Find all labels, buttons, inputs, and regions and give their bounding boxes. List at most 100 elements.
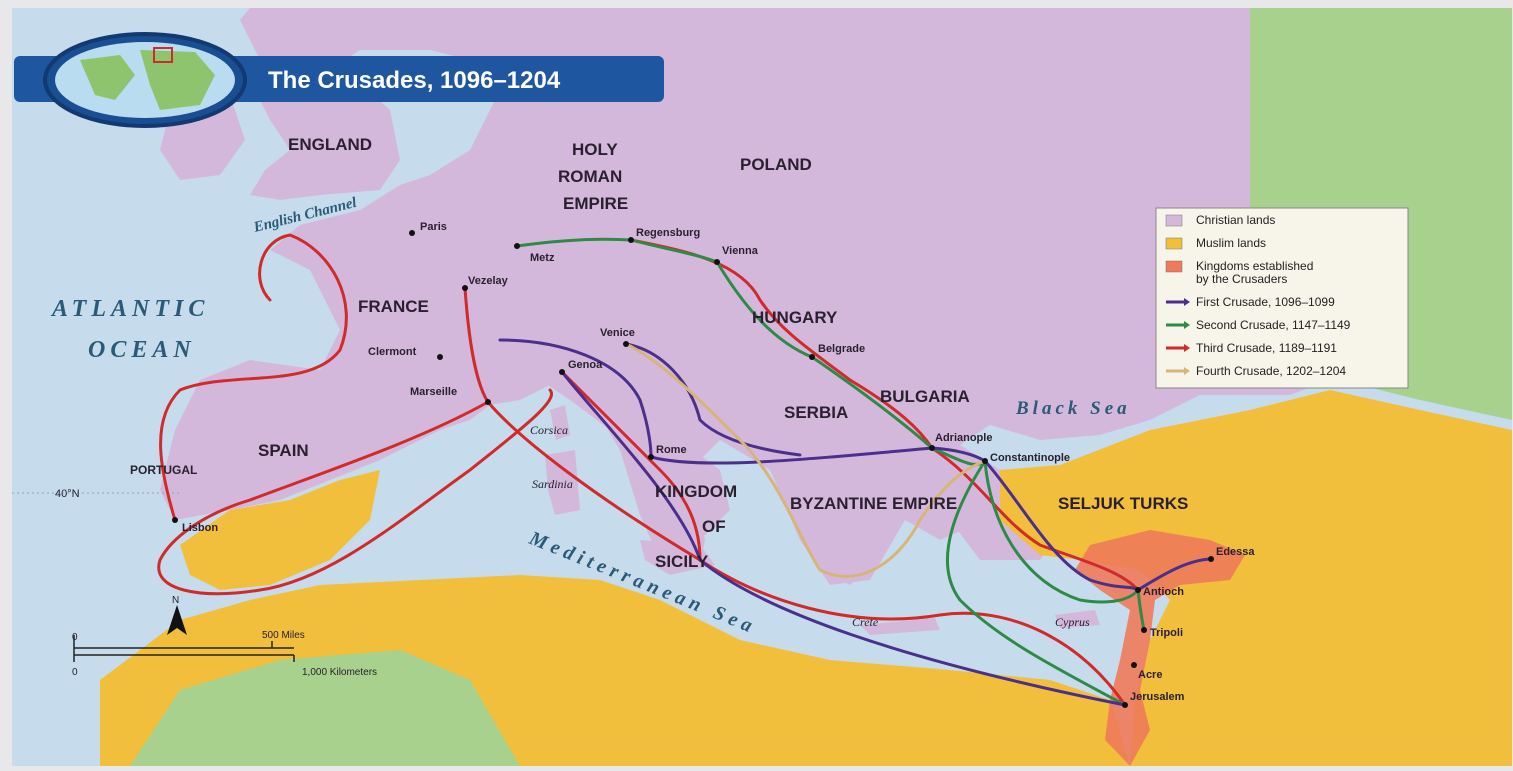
route-third-crusade bbox=[560, 370, 702, 562]
island-sardinia: Sardinia bbox=[532, 477, 573, 491]
island-cyprus: Cyprus bbox=[1055, 615, 1090, 629]
city-vezelay: Vezelay bbox=[468, 275, 509, 287]
route-first-crusade bbox=[624, 342, 802, 457]
globe-landmass bbox=[140, 50, 215, 110]
city-venice: Venice bbox=[600, 327, 635, 339]
route-second-crusade bbox=[983, 459, 1146, 632]
legend-box bbox=[1155, 207, 1409, 389]
city-dot-lisbon bbox=[172, 517, 178, 523]
legend-arrow-icon bbox=[1184, 298, 1190, 306]
scale-bar: N 0 500 Miles 0 1,000 Kilometers bbox=[72, 595, 377, 678]
region-england: ENGLAND bbox=[288, 135, 372, 154]
city-tripoli: Tripoli bbox=[1150, 627, 1183, 639]
city-dot-tripoli bbox=[1141, 627, 1147, 633]
region-of: OF bbox=[702, 517, 726, 536]
km-label: 1,000 Kilometers bbox=[302, 667, 377, 678]
city-dot-rome bbox=[648, 454, 654, 460]
city-constantinople: Constantinople bbox=[990, 452, 1070, 464]
city-dot-adrianople bbox=[929, 445, 935, 451]
crusader-kingdoms bbox=[1075, 530, 1245, 766]
route-fourth-crusade bbox=[624, 342, 987, 578]
region-holy-roman-3: EMPIRE bbox=[563, 194, 628, 213]
city-dot-vezelay bbox=[462, 285, 468, 291]
legend-swatch-christian bbox=[1165, 214, 1183, 227]
region-kingdom: KINGDOM bbox=[655, 482, 737, 501]
region-byzantine-empire: BYZANTINE EMPIRE bbox=[790, 494, 957, 513]
city-adrianople: Adrianople bbox=[935, 432, 992, 444]
island-crete: Crete bbox=[852, 615, 879, 629]
city-acre: Acre bbox=[1138, 669, 1162, 681]
latitude-label: 40°N bbox=[55, 488, 80, 500]
city-dot-constantinople bbox=[982, 458, 988, 464]
legend-label-crusader_kingdoms-line2: by the Crusaders bbox=[1196, 272, 1287, 286]
legend-label-christian: Christian lands bbox=[1196, 213, 1275, 227]
route-third-crusade bbox=[157, 388, 553, 596]
legend-label-muslim: Muslim lands bbox=[1196, 236, 1266, 250]
region-sicily: SICILY bbox=[655, 552, 709, 571]
legend-label-fourth: Fourth Crusade, 1202–1204 bbox=[1196, 364, 1346, 378]
city-dot-antioch bbox=[1135, 587, 1141, 593]
globe-locator-box bbox=[153, 47, 173, 63]
city-edessa: Edessa bbox=[1216, 546, 1255, 558]
region-bulgaria: BULGARIA bbox=[880, 387, 970, 406]
city-dot-venice bbox=[623, 341, 629, 347]
legend-label-third: Third Crusade, 1189–1191 bbox=[1196, 341, 1337, 355]
city-metz: Metz bbox=[530, 252, 555, 264]
map-title: The Crusades, 1096–1204 bbox=[268, 67, 561, 94]
region-seljuk-turks: SELJUK TURKS bbox=[1058, 494, 1188, 513]
legend-swatch-crusader_kingdoms bbox=[1165, 260, 1183, 273]
sahara-green bbox=[130, 650, 520, 766]
city-dot-genoa bbox=[559, 369, 565, 375]
route-second-crusade bbox=[945, 459, 1127, 707]
city-dot-regensburg bbox=[628, 237, 634, 243]
city-dot-metz bbox=[514, 243, 520, 249]
route-third-crusade bbox=[159, 233, 348, 522]
region-holy-roman-2: ROMAN bbox=[558, 167, 622, 186]
city-dot-belgrade bbox=[809, 354, 815, 360]
christian-lands-europe bbox=[160, 8, 1330, 585]
route-first-crusade bbox=[560, 370, 1127, 707]
city-dot-acre bbox=[1131, 662, 1137, 668]
sea-atlantic-2: OCEAN bbox=[88, 337, 196, 363]
route-first-crusade bbox=[983, 459, 1213, 592]
crete-island bbox=[860, 618, 940, 635]
sardinia-island bbox=[545, 450, 580, 515]
city-dot-edessa bbox=[1208, 556, 1214, 562]
region-poland: POLAND bbox=[740, 155, 812, 174]
cyprus-island bbox=[1055, 610, 1100, 628]
sea-atlantic-1: ATLANTIC bbox=[50, 296, 209, 322]
region-spain: SPAIN bbox=[258, 441, 309, 460]
corsica-island bbox=[550, 405, 570, 440]
muslim-lands-iberia bbox=[180, 470, 380, 590]
legend-label-crusader_kingdoms: Kingdoms established bbox=[1196, 259, 1313, 273]
region-holy-roman-1: HOLY bbox=[572, 140, 618, 159]
region-france: FRANCE bbox=[358, 297, 429, 316]
city-paris: Paris bbox=[420, 221, 447, 233]
legend-label-first: First Crusade, 1096–1099 bbox=[1196, 295, 1335, 309]
city-genoa: Genoa bbox=[568, 359, 603, 371]
island-corsica: Corsica bbox=[530, 423, 568, 437]
legend-arrow-icon bbox=[1184, 321, 1190, 329]
miles-label: 500 Miles bbox=[262, 630, 305, 641]
region-serbia: SERBIA bbox=[784, 403, 848, 422]
city-lisbon: Lisbon bbox=[182, 522, 218, 534]
legend-arrow-icon bbox=[1184, 367, 1190, 375]
city-belgrade: Belgrade bbox=[818, 343, 865, 355]
miles-zero: 0 bbox=[72, 632, 78, 643]
muslim-lands-east bbox=[1000, 390, 1512, 766]
city-vienna: Vienna bbox=[722, 245, 759, 257]
city-dot-vienna bbox=[714, 259, 720, 265]
city-jerusalem: Jerusalem bbox=[1130, 691, 1185, 703]
sea-black-sea: Black Sea bbox=[1015, 398, 1131, 419]
city-antioch: Antioch bbox=[1143, 586, 1184, 598]
north-label: N bbox=[172, 595, 179, 606]
city-dot-paris bbox=[409, 230, 415, 236]
legend-label-second: Second Crusade, 1147–1149 bbox=[1196, 318, 1351, 332]
city-dot-clermont bbox=[437, 354, 443, 360]
title-banner: The Crusades, 1096–1204 bbox=[14, 32, 664, 128]
city-dot-jerusalem bbox=[1122, 702, 1128, 708]
north-arrow-icon bbox=[167, 605, 187, 635]
region-portugal: PORTUGAL bbox=[130, 463, 197, 477]
